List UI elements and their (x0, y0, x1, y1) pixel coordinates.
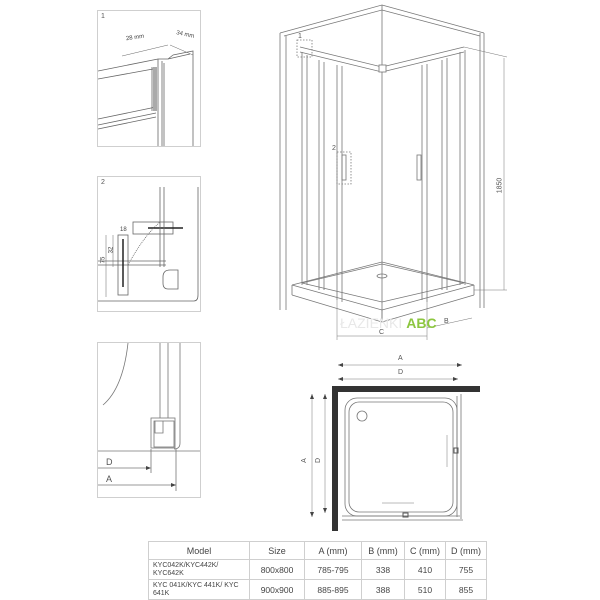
header-size: Size (249, 541, 305, 560)
cell-d: 855 (445, 579, 487, 600)
base-corner-drawing (98, 343, 200, 491)
cell-b: 388 (361, 579, 405, 600)
detail-panel-1: 1 28 mm 34 mm (97, 10, 201, 147)
plan-dimension-D-horizontal: D (398, 369, 404, 376)
perspective-view: 1 2 1850 C B (262, 0, 510, 340)
header-d: D (mm) (445, 541, 487, 560)
height-dimension-label: 1850 (496, 177, 504, 194)
cell-model: KYC 041K/KYC 441K/ KYC 641K (148, 579, 250, 600)
header-b: B (mm) (361, 541, 405, 560)
header-c: C (mm) (404, 541, 446, 560)
profile-detail-drawing (98, 44, 194, 146)
fixing-detail-drawing (98, 187, 199, 302)
header-model: Model (148, 541, 250, 560)
cell-size: 800x800 (249, 559, 305, 580)
table-row: KYC042K/KYC442K/ KYC642K 800x800 785-795… (148, 559, 487, 580)
enclosure-plan-drawing (310, 363, 480, 531)
header-a: A (mm) (304, 541, 362, 560)
dimension-D-label: D (106, 457, 113, 467)
detail-panel-2: 2 18 32 75 (97, 176, 201, 312)
cell-a: 785-795 (304, 559, 362, 580)
specification-table: Model Size A (mm) B (mm) C (mm) D (mm) K… (148, 541, 487, 600)
callout-2: 2 (332, 145, 336, 152)
plan-dimension-A-horizontal: A (398, 355, 403, 362)
watermark-prefix: ŁAZIENKI (340, 315, 403, 331)
cell-size: 900x900 (249, 579, 305, 600)
panel-label: 2 (101, 179, 105, 186)
enclosure-perspective-drawing (279, 4, 508, 340)
cell-b: 338 (361, 559, 405, 580)
watermark-brand: ABC (406, 315, 437, 331)
cell-d: 755 (445, 559, 487, 580)
plan-view: A D A D (290, 345, 490, 535)
callout-1: 1 (298, 33, 302, 40)
dimension-C-label: C (379, 329, 385, 336)
table-header-row: Model Size A (mm) B (mm) C (mm) D (mm) (148, 541, 487, 560)
dimension-B-label: B (444, 318, 449, 325)
cell-model: KYC042K/KYC442K/ KYC642K (148, 559, 250, 580)
dimension-A-label: A (106, 474, 113, 484)
plan-dimension-D-vertical: D (315, 457, 323, 464)
dimension-75-label: 75 (100, 256, 107, 264)
cell-c: 410 (404, 559, 446, 580)
table-row: KYC 041K/KYC 441K/ KYC 641K 900x900 885-… (148, 579, 487, 600)
cell-c: 510 (404, 579, 446, 600)
dimension-18-label: 18 (120, 227, 127, 233)
cell-a: 885-895 (304, 579, 362, 600)
plan-dimension-A-vertical: A (300, 458, 308, 463)
dimension-32-label: 32 (108, 246, 115, 254)
panel-label: 1 (101, 13, 105, 20)
detail-panel-3: D A (97, 342, 201, 498)
